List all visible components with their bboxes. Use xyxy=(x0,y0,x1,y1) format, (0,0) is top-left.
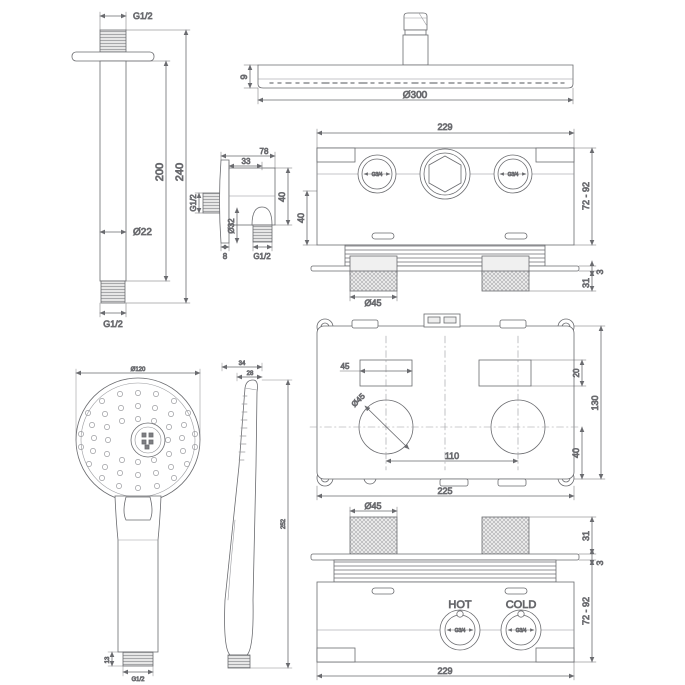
label-hot: HOT xyxy=(448,599,472,611)
dim-valvetop-depth: 40 xyxy=(296,213,306,223)
dim-handshower-length: 252 xyxy=(281,518,287,529)
view-ceiling-arm: G1/2 G1/2 240 200 Ø22 xyxy=(71,11,191,329)
dim-handshower-grip-thk: 28 xyxy=(247,371,254,377)
dim-valvetop-adjust-range: 72 - 92 xyxy=(581,182,591,210)
dim-arm-thread-bottom: G1/2 xyxy=(103,319,123,329)
view-rain-head: 9 Ø300 xyxy=(239,12,574,105)
dim-valvetop-width: 229 xyxy=(437,122,452,132)
dim-valvebot-handle-dia: Ø45 xyxy=(364,501,381,511)
dim-valvebot-adjust-range: 72 - 92 xyxy=(581,597,591,625)
view-valve-front-top: G3/4 G3/4 229 40 72 - xyxy=(296,122,606,309)
dim-rainhead-thickness: 9 xyxy=(239,74,249,79)
dim-handshower-head-dia: Ø120 xyxy=(131,367,146,373)
dim-valvebot-port-cold: G3/4 xyxy=(516,628,527,634)
dim-valvetop-handle-dia: Ø45 xyxy=(364,298,381,308)
view-wall-outlet: 78 33 G1/2 Ø32 8 G1/2 40 xyxy=(189,147,293,261)
dim-valvetop-port-left: G3/4 xyxy=(372,172,383,178)
dim-outlet-rose-dia: Ø32 xyxy=(227,218,236,234)
view-hand-shower-front: Ø120 13 G1/2 xyxy=(75,367,201,683)
dim-arm-thread-top: G1/2 xyxy=(133,11,153,21)
dim-valvebot-width: 229 xyxy=(437,666,452,676)
dim-outlet-inlet-thread: G1/2 xyxy=(189,194,198,212)
label-cold: COLD xyxy=(506,599,537,611)
dim-handshower-collar: 13 xyxy=(105,656,111,663)
view-valve-front-bottom: G3/4 HOT G3/4 COLD Ø45 31 3 72 - 92 229 xyxy=(310,501,605,681)
dim-valvetop-plate-thk: 3 xyxy=(595,269,605,274)
dim-arm-tube-dia: Ø22 xyxy=(133,227,152,238)
dim-plan-slot-width: 45 xyxy=(341,362,350,371)
dim-plan-slot-offset: 20 xyxy=(572,368,581,377)
dim-plan-width: 225 xyxy=(437,486,452,496)
dim-valvebot-handle-proj: 31 xyxy=(581,531,591,541)
dim-handshower-head-thk: 34 xyxy=(239,361,246,367)
dim-plan-height: 130 xyxy=(590,395,600,410)
dim-plan-centres: 110 xyxy=(445,451,459,461)
dim-valvebot-port-hot: G3/4 xyxy=(455,628,466,634)
dim-plan-centre-offset: 40 xyxy=(571,448,581,458)
view-valve-plan: 45 Ø45 110 225 20 40 130 xyxy=(309,313,606,501)
dim-outlet-outlet-thread: G1/2 xyxy=(253,252,271,261)
dim-valvetop-handle-proj: 31 xyxy=(581,278,591,288)
dim-outlet-plate-thk: 8 xyxy=(223,252,228,261)
dim-arm-length-total: 240 xyxy=(174,163,186,181)
dim-valvetop-port-right: G3/4 xyxy=(508,172,519,178)
view-hand-shower-side: 34 28 252 xyxy=(221,361,293,669)
dim-handshower-thread: G1/2 xyxy=(131,677,145,683)
dim-rainhead-diameter: Ø300 xyxy=(403,90,428,101)
dim-arm-length-exposed: 200 xyxy=(154,163,166,181)
dim-outlet-body-len: 33 xyxy=(242,157,251,166)
dim-valvebot-plate-thk: 3 xyxy=(595,560,605,565)
dim-outlet-projection: 78 xyxy=(260,147,269,156)
dim-outlet-height: 40 xyxy=(277,192,287,202)
